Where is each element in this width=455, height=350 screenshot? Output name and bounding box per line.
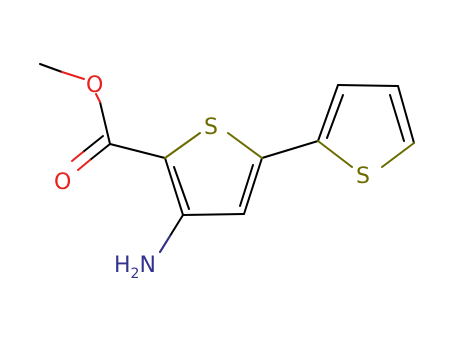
bond-carbonyl-ring: [109, 143, 166, 159]
bond-o-carbonyl-c: [99, 101, 111, 145]
bond-methyl-o-red: [61, 71, 85, 80]
bond-c-dbl-o-a: [89, 143, 111, 161]
bonds: [39, 63, 415, 253]
bond-r2-c1-c2: [317, 84, 339, 142]
bond-c-dbl-o-red-a: [77, 159, 91, 171]
bond-c-dbl-o-red-b: [71, 151, 84, 162]
bond-methyl-o: [39, 63, 63, 73]
bond-c2-c3-outer: [164, 157, 184, 216]
bond-c-dbl-o-b: [82, 135, 104, 153]
bond-c3-n-blue: [159, 235, 171, 253]
bond-ring-ring: [261, 140, 319, 159]
bond-c4-c5-inner: [239, 164, 254, 207]
bond-r2-c1-s2: [317, 140, 353, 168]
atom-oxygen-ether: O: [86, 73, 103, 98]
bond-c2-s1: [164, 132, 201, 159]
bond-c4-c5-outer: [243, 157, 263, 215]
colored-bonds: [61, 71, 415, 253]
bond-o-c-red: [95, 93, 101, 103]
amine-label: H2N: [114, 253, 156, 282]
atom-sulfur-ring1: S: [204, 115, 218, 140]
bond-c2-c3-inner: [173, 166, 190, 210]
bond-c3-c4: [182, 213, 245, 216]
atom-oxygen-carbonyl: O: [54, 170, 71, 195]
amine-h: H: [114, 253, 131, 278]
bond-r2-c1-c2-inner: [326, 94, 344, 139]
bond-s1-c5: [227, 132, 263, 159]
bond-s2-r2-c4: [381, 142, 415, 168]
bond-r2-c3-c4: [397, 85, 415, 144]
amine-h-subscript: 2: [131, 266, 140, 282]
bond-r2-c2-c3: [337, 84, 399, 87]
bond-r2-c3-c4-inner: [389, 94, 405, 142]
amine-n: N: [139, 253, 155, 278]
atom-sulfur-ring2: S: [356, 164, 370, 189]
